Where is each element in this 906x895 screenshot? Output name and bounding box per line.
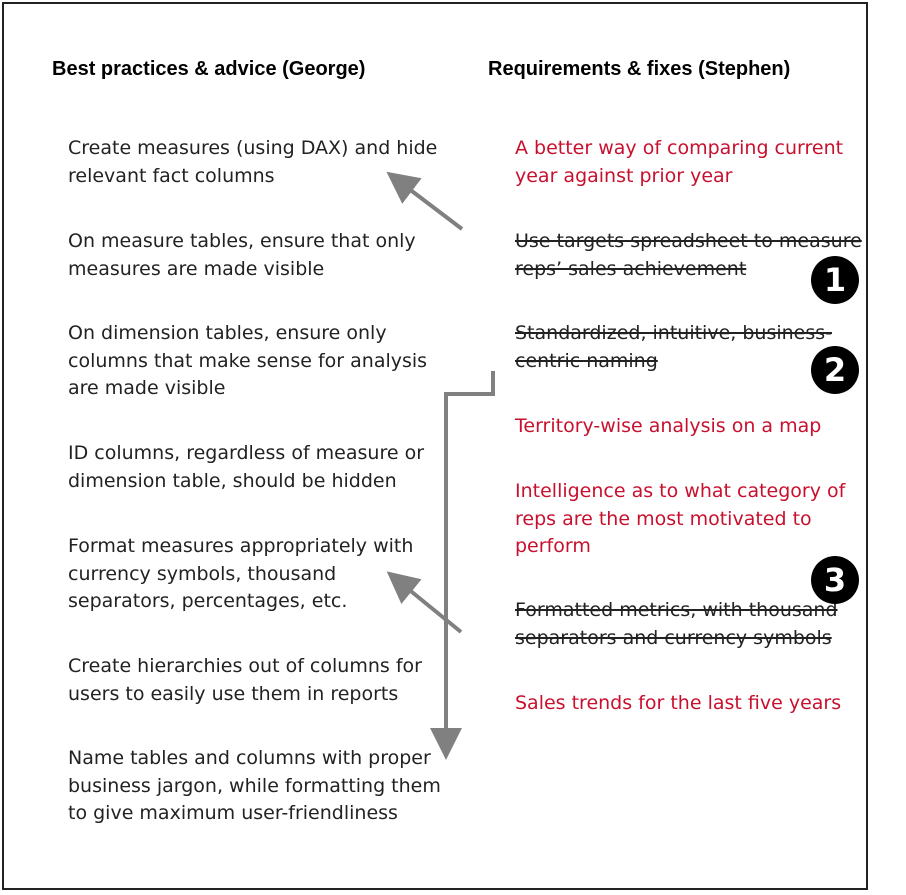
left-item-1: Create measures (using DAX) and hide rel… — [68, 137, 438, 187]
right-item-6: Formatted metrics, with thousand separat… — [515, 599, 838, 649]
left-item-7: Name tables and columns with proper busi… — [68, 747, 441, 824]
right-item-4: Territory-wise analysis on a map — [515, 415, 822, 437]
badge-3: 3 — [811, 556, 859, 604]
left-item-3: On dimension tables, ensure only columns… — [68, 322, 428, 399]
right-column-heading: Requirements & fixes (Stephen) — [488, 58, 791, 80]
badge-1: 1 — [811, 256, 859, 304]
left-item-5: Format measures appropriately with curre… — [68, 535, 414, 612]
right-item-2: Use targets spreadsheet to measure reps’… — [515, 230, 862, 280]
arrow-item1-to-measures — [386, 171, 464, 231]
left-item-2: On measure tables, ensure that only meas… — [68, 230, 416, 280]
right-item-3: Standardized, intuitive, business- centr… — [515, 322, 833, 372]
right-item-7: Sales trends for the last five years — [515, 692, 842, 714]
left-column-heading: Best practices & advice (George) — [52, 58, 366, 80]
arrow-item2-to-naming — [430, 371, 495, 760]
badge-2: 2 — [811, 346, 859, 394]
left-item-4: ID columns, regardless of measure or dim… — [68, 442, 425, 492]
left-item-6: Create hierarchies out of columns for us… — [68, 655, 422, 705]
right-item-5: Intelligence as to what category of reps… — [515, 480, 846, 557]
arrow-item3-to-format-measures — [386, 571, 463, 634]
right-item-1: A better way of comparing current year a… — [515, 137, 844, 187]
